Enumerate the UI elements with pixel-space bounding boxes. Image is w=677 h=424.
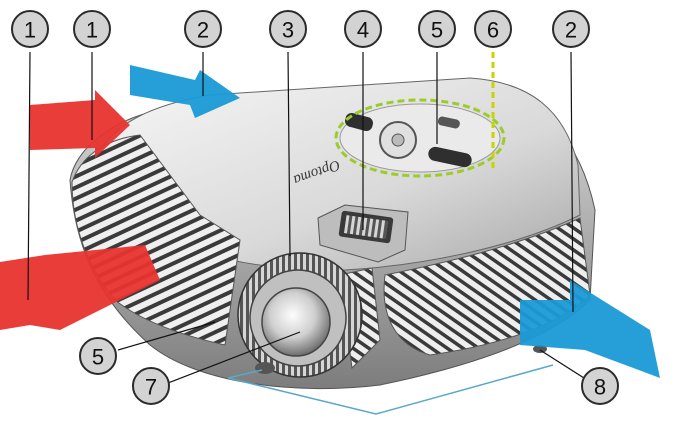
- callout-label: 5: [92, 345, 104, 370]
- callout-3: 3: [269, 10, 307, 48]
- leader-lines: [27, 51, 596, 415]
- callout-6: 6: [474, 10, 512, 48]
- intake-arrow-upper: [130, 65, 240, 118]
- callout-5a: 5: [418, 10, 456, 48]
- source-button[interactable]: [437, 116, 460, 129]
- rear-foot: [533, 345, 547, 353]
- exhaust-arrow-upper: [30, 90, 130, 158]
- callout-1b: 1: [73, 10, 111, 48]
- callout-label: 7: [145, 375, 157, 400]
- callout-label: 3: [282, 18, 294, 43]
- control-panel-outline: [334, 98, 506, 178]
- callout-label: 4: [357, 18, 369, 43]
- callout-label: 6: [487, 18, 499, 43]
- callout-2b: 2: [552, 10, 590, 48]
- callout-label: 8: [594, 375, 606, 400]
- lens: [261, 287, 331, 357]
- exhaust-arrow-lower: [0, 245, 160, 330]
- callout-label: 2: [565, 18, 577, 43]
- callout-1a: 1: [11, 10, 49, 48]
- callout-label: 1: [86, 18, 98, 43]
- callout-label: 1: [24, 18, 36, 43]
- intake-arrow-lower: [520, 280, 660, 378]
- callout-4: 4: [344, 10, 382, 48]
- control-panel[interactable]: [339, 103, 501, 173]
- callout-8: 8: [581, 367, 619, 405]
- zoom-focus-slider[interactable]: [317, 204, 409, 263]
- callout-2a: 2: [184, 10, 222, 48]
- tilt-adjustment-foot[interactable]: [255, 362, 275, 374]
- lens-assembly: [237, 252, 363, 378]
- callout-5b: 5: [79, 337, 117, 375]
- power-button[interactable]: [344, 112, 375, 133]
- menu-button[interactable]: [427, 146, 473, 169]
- callout-label: 2: [197, 18, 209, 43]
- callout-label: 5: [431, 18, 443, 43]
- callout-7: 7: [132, 367, 170, 405]
